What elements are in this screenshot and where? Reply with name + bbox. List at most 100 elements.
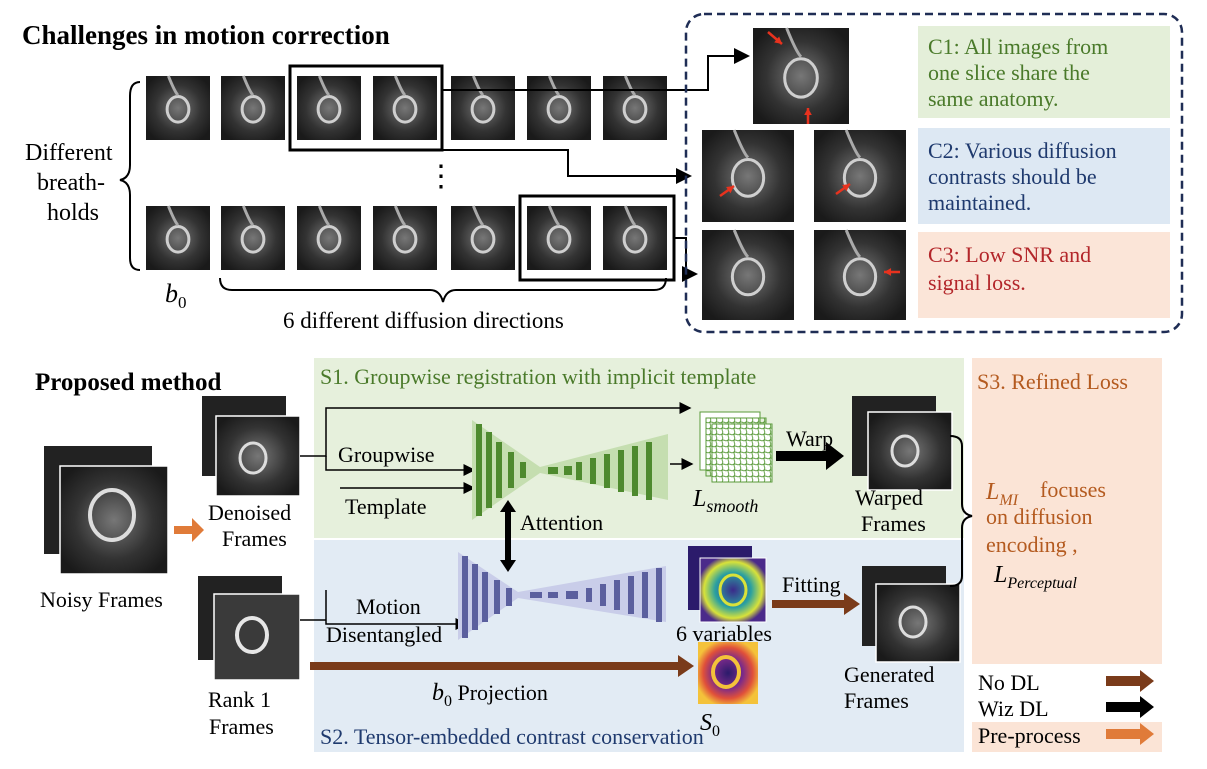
- b0-projection-arrow: [310, 655, 694, 677]
- generated-frames-label: Generated Frames: [844, 662, 934, 713]
- warp-label: Warp: [786, 426, 833, 451]
- row1-mri-thumbnail: [451, 75, 515, 140]
- challenges-dashed-box: [684, 12, 1184, 334]
- generated-frames-image: [862, 566, 961, 663]
- six-variables-label: 6 variables: [676, 621, 772, 646]
- red-pointer-arrow: [719, 184, 735, 198]
- warped-frames-label: Warped Frames: [855, 485, 926, 536]
- attention-label: Attention: [520, 510, 603, 535]
- c3-box: [918, 232, 1170, 318]
- svg-text:C1: All images from: C1: All images from: [928, 34, 1108, 59]
- red-pointer-arrow: [835, 182, 851, 196]
- c1-mri-image: [753, 27, 849, 124]
- svg-text:breath-: breath-: [37, 170, 105, 196]
- top-title: Challenges in motion correction: [22, 20, 390, 50]
- directions-label: 6 different diffusion directions: [283, 308, 564, 333]
- s3-label: S3. Refined Loss: [977, 369, 1128, 394]
- wire-groupwise: [325, 456, 476, 476]
- deformation-field-icon: [699, 411, 773, 483]
- denoised-frames-image: [202, 396, 301, 497]
- directions-brace: [219, 277, 667, 303]
- svg-text:focuses: focuses: [1040, 477, 1106, 502]
- row2-mri-thumbnail: [221, 205, 285, 270]
- s0-label: S0: [700, 710, 720, 740]
- vertical-ellipsis: ⋮: [426, 160, 456, 193]
- svg-text:Frames: Frames: [861, 511, 926, 536]
- row2-thumbnails: [146, 205, 667, 270]
- row2-mri-thumbnail: [146, 205, 210, 270]
- svg-text:Frames: Frames: [222, 526, 287, 551]
- b0-projection-label: b0 Projection: [432, 680, 548, 710]
- svg-text:C2: Various diffusion: C2: Various diffusion: [928, 138, 1117, 163]
- noisy-frames-label: Noisy Frames: [40, 587, 163, 612]
- registration-network: [472, 420, 668, 520]
- s1-label: S1. Groupwise registration with implicit…: [320, 364, 756, 389]
- row2-mri-thumbnail: [373, 205, 437, 270]
- c3-mri-image-a: [702, 229, 794, 320]
- row1-thumbnails: [146, 75, 667, 140]
- contrast-network: [458, 552, 666, 640]
- row1-mri-thumbnail: [527, 75, 591, 140]
- groupwise-label: Groupwise: [338, 442, 435, 467]
- c2-mri-image-a: [702, 129, 794, 222]
- c2-text: C2: Various diffusion contrasts should b…: [928, 138, 1117, 215]
- attention-arrow: [500, 500, 516, 572]
- fitting-label: Fitting: [782, 572, 841, 597]
- loss-brace: [949, 435, 973, 587]
- svg-text:Different: Different: [25, 140, 113, 166]
- svg-text:same anatomy.: same anatomy.: [928, 86, 1059, 111]
- preprocess-arrow: [174, 518, 204, 542]
- loss-perceptual: LPerceptual: [993, 562, 1078, 592]
- b0-label: b0: [165, 279, 187, 312]
- legend-preprocess-arrow: [1106, 723, 1154, 745]
- row2-mri-thumbnail: [297, 205, 361, 270]
- svg-text:contrasts should be: contrasts should be: [928, 164, 1097, 189]
- rank1-frames-label: Rank 1 Frames: [208, 687, 274, 739]
- svg-text:maintained.: maintained.: [928, 190, 1031, 215]
- denoised-frames-label: Denoised Frames: [208, 500, 291, 551]
- svg-text:encoding ,: encoding ,: [986, 532, 1078, 557]
- svg-text:Frames: Frames: [209, 714, 274, 739]
- breathholds-brace: [119, 81, 141, 271]
- c2-box: [918, 128, 1170, 224]
- wire-rank1: [300, 590, 468, 630]
- legend: No DL Wiz DL Pre-process: [972, 664, 1162, 752]
- breathholds-label: Different breath- holds: [25, 140, 113, 226]
- svg-text:holds: holds: [47, 200, 99, 226]
- svg-text:signal loss.: signal loss.: [928, 270, 1026, 295]
- svg-text:Rank 1: Rank 1: [208, 687, 271, 712]
- svg-text:one slice share the: one slice share the: [928, 60, 1090, 85]
- loss-text: focuses on diffusion encoding ,: [986, 477, 1106, 557]
- svg-text:Denoised: Denoised: [208, 500, 291, 525]
- svg-text:Frames: Frames: [844, 688, 909, 713]
- connector-row1-c2: [442, 149, 690, 176]
- c3-mri-image-b: [814, 229, 906, 320]
- row1-highlight-box: [288, 64, 444, 152]
- red-pointer-arrow: [767, 31, 783, 45]
- fitting-arrow: [772, 593, 860, 615]
- row2-mri-thumbnail: [603, 205, 667, 270]
- c2-mri-image-b: [814, 129, 906, 222]
- warp-arrow: [776, 442, 844, 470]
- row1-mri-thumbnail: [373, 75, 437, 140]
- row1-mri-thumbnail: [221, 75, 285, 140]
- legend-wiz-dl: Wiz DL: [978, 696, 1049, 721]
- loss-lmi: LMI: [985, 479, 1019, 509]
- l-smooth-label: Lsmooth: [692, 486, 758, 516]
- legend-wiz-dl-arrow: [1106, 696, 1154, 718]
- row1-mri-thumbnail: [603, 75, 667, 140]
- row1-mri-thumbnail: [146, 75, 210, 140]
- warped-frames-image: [852, 396, 953, 491]
- six-variables-maps: [688, 546, 767, 623]
- bottom-title: Proposed method: [35, 369, 221, 396]
- s0-map: [698, 642, 758, 704]
- motion-label: Motion: [356, 594, 421, 619]
- template-label: Template: [345, 494, 427, 519]
- rank1-frames-image: [198, 576, 301, 681]
- svg-text:Warped: Warped: [855, 485, 923, 510]
- c1-box: [918, 26, 1170, 118]
- connector-row1-c1: [442, 48, 750, 91]
- svg-text:on diffusion: on diffusion: [986, 504, 1093, 529]
- legend-no-dl-arrow: [1106, 670, 1154, 692]
- svg-text:C3: Low SNR and: C3: Low SNR and: [928, 242, 1091, 267]
